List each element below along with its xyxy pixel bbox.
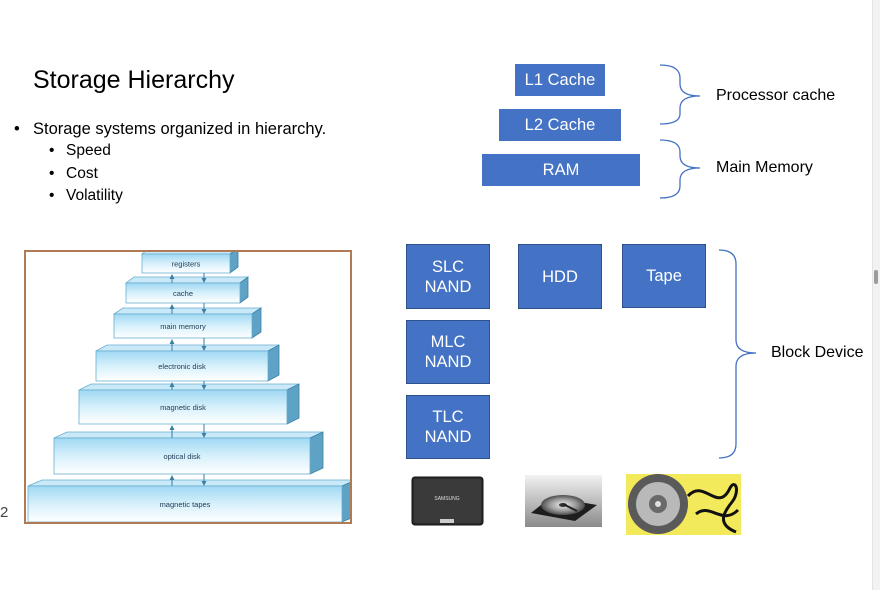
pyramid-label-cache: cache (173, 289, 193, 298)
ram-label: RAM (542, 161, 580, 179)
bullet-main: Storage systems organized in hierarchy. (14, 118, 326, 140)
pyramid-level-main-memory: main memory (112, 307, 263, 339)
pyramid-up-arrow (169, 304, 175, 314)
slc-nand-box: SLC NAND (406, 244, 490, 309)
subbullet-speed: Speed (14, 140, 326, 163)
pyramid-up-arrow (169, 475, 175, 486)
hdd-image (525, 475, 602, 527)
pyramid-down-arrow (201, 273, 207, 283)
tape-image (626, 474, 741, 535)
scrollbar-thumb[interactable] (874, 270, 878, 284)
mlc-label-2: NAND (424, 353, 472, 371)
pyramid-level-registers: registers (140, 252, 239, 274)
processor-cache-label: Processor cache (716, 87, 836, 104)
pyramid-level-magnetic-tapes: magnetic tapes (27, 479, 350, 522)
block-device-label: Block Device (771, 344, 864, 361)
ram-box: RAM (482, 154, 640, 186)
mlc-label-1: MLC (430, 333, 466, 351)
mlc-nand-box: MLC NAND (406, 320, 490, 384)
slide-title: Storage Hierarchy (33, 66, 235, 94)
hdd-box: HDD (518, 244, 602, 309)
main-memory-label: Main Memory (716, 159, 813, 176)
pyramid-down-arrow (201, 474, 207, 486)
tape-label: Tape (646, 267, 682, 285)
l2-cache-label: L2 Cache (524, 116, 596, 134)
pyramid-up-arrow (169, 425, 175, 438)
slc-label-2: NAND (424, 277, 472, 296)
slc-label-1: SLC (431, 257, 465, 276)
pyramid-label-magnetic-disk: magnetic disk (160, 403, 206, 412)
ssd-brand-text: SAMSUNG (434, 496, 459, 502)
l1-cache-box: L1 Cache (515, 64, 605, 96)
pyramid-down-arrow (201, 424, 207, 438)
block-device-brace-svg (718, 249, 757, 459)
pyramid-up-arrow (169, 274, 175, 283)
main-memory-brace (659, 139, 701, 199)
pyramid-label-optical-disk: optical disk (163, 452, 200, 461)
pyramid-level-electronic-disk: electronic disk (95, 344, 280, 382)
subbullet-volatility: Volatility (14, 185, 326, 208)
l1-cache-label: L1 Cache (524, 71, 596, 89)
pyramid-down-arrow (201, 338, 207, 351)
storage-pyramid-svg: registers cache main memory electronic disk… (27, 252, 350, 522)
pyramid-up-arrow (169, 382, 175, 390)
subbullet-cost: Cost (14, 163, 326, 186)
pyramid-level-magnetic-disk: magnetic disk (78, 383, 300, 425)
brackets-svg (659, 64, 701, 199)
tlc-label-1: TLC (432, 408, 464, 426)
page-number: 2 (0, 504, 9, 521)
pyramid-label-main-memory: main memory (160, 322, 206, 331)
tape-box: Tape (622, 244, 706, 308)
processor-cache-brace (659, 64, 701, 125)
tlc-label-2: NAND (424, 428, 472, 446)
hdd-label: HDD (542, 267, 578, 286)
vertical-scrollbar[interactable] (872, 0, 880, 590)
pyramid-label-magnetic-tapes: magnetic tapes (160, 500, 211, 509)
pyramid-label-electronic-disk: electronic disk (158, 362, 206, 371)
pyramid-level-cache: cache (124, 276, 250, 304)
pyramid-up-arrow (169, 339, 175, 351)
pyramid-down-arrow (201, 381, 207, 390)
pyramid-label-registers: registers (172, 260, 201, 269)
tlc-nand-box: TLC NAND (406, 395, 490, 459)
block-device-brace (718, 249, 757, 459)
l2-cache-box: L2 Cache (499, 109, 621, 141)
bullet-list: Storage systems organized in hierarchy. … (14, 118, 326, 208)
pyramid-level-optical-disk: optical disk (53, 431, 324, 475)
ssd-image: SAMSUNG (410, 475, 485, 527)
pyramid-down-arrow (201, 303, 207, 314)
